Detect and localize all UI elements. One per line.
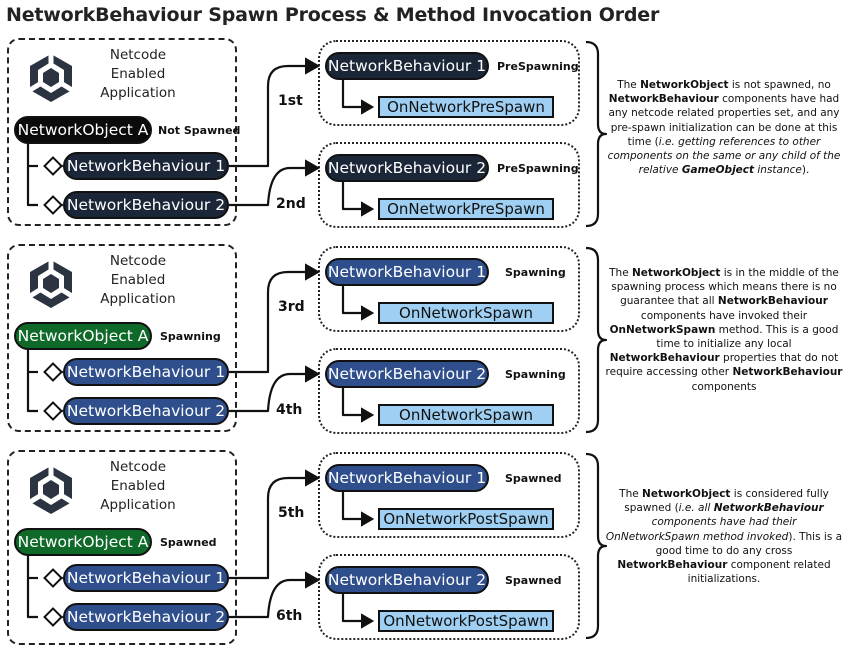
phase-status-label: PreSpawning	[497, 162, 579, 175]
unity-logo-icon	[28, 466, 74, 514]
order-label: 3rd	[278, 299, 305, 315]
app-label-line: Application	[100, 85, 176, 101]
inner-arrow	[341, 286, 375, 321]
object-status-label: Spawning	[160, 330, 221, 343]
section-description: The NetworkObject is in the middle of th…	[605, 267, 843, 393]
network-object-pill: NetworkObject A	[14, 528, 152, 556]
phase-box	[318, 554, 580, 640]
left-nb1-pill: NetworkBehaviour 1	[63, 564, 229, 592]
phase-nb-pill: NetworkBehaviour 2	[325, 360, 489, 388]
phase-status-label: Spawned	[505, 472, 562, 485]
object-status-label: Not Spawned	[158, 124, 241, 137]
app-label-line: Netcode	[109, 47, 167, 63]
app-label-line: Enabled	[110, 66, 166, 82]
app-label-line: Application	[100, 497, 176, 513]
method-box: OnNetworkPostSpawn	[378, 508, 554, 530]
app-label-line: Enabled	[110, 272, 166, 288]
left-nb2-pill: NetworkBehaviour 2	[63, 191, 229, 219]
phase-box	[318, 348, 580, 434]
diagram-title: NetworkBehaviour Spawn Process & Method …	[6, 4, 660, 26]
order-label: 2nd	[276, 196, 306, 212]
phase-box	[318, 142, 580, 228]
network-object-pill: NetworkObject A	[14, 322, 152, 350]
phase-status-label: Spawned	[505, 574, 562, 587]
section-description: The NetworkObject is considered fully sp…	[605, 488, 843, 586]
method-box: OnNetworkSpawn	[378, 302, 554, 324]
section-description: The NetworkObject is not spawned, no Net…	[607, 79, 841, 177]
order-arrow	[229, 365, 321, 413]
app-label-line: Enabled	[110, 478, 166, 494]
unity-logo-icon	[28, 54, 74, 102]
inner-arrow	[341, 80, 375, 115]
app-label-line: Netcode	[109, 459, 167, 475]
app-label-line: Netcode	[109, 253, 167, 269]
order-arrow	[229, 571, 321, 619]
left-nb2-pill: NetworkBehaviour 2	[63, 397, 229, 425]
order-arrow	[229, 469, 321, 580]
inner-arrow	[341, 388, 375, 423]
phase-box	[318, 246, 580, 332]
phase-nb-pill: NetworkBehaviour 1	[325, 464, 489, 492]
phase-nb-pill: NetworkBehaviour 2	[325, 566, 489, 594]
order-label: 5th	[278, 505, 305, 521]
phase-status-label: PreSpawning	[497, 60, 579, 73]
phase-box	[318, 40, 580, 126]
method-box: OnNetworkPreSpawn	[378, 96, 554, 118]
brace-line	[585, 246, 608, 434]
network-object-pill: NetworkObject A	[14, 116, 152, 144]
order-arrow	[229, 263, 321, 374]
brace-line	[585, 40, 608, 228]
tree-line	[26, 350, 38, 413]
phase-nb-pill: NetworkBehaviour 2	[325, 154, 489, 182]
phase-status-label: Spawning	[505, 368, 566, 381]
object-status-label: Spawned	[160, 536, 217, 549]
inner-arrow	[341, 594, 375, 629]
app-box-1	[7, 38, 237, 226]
left-nb1-pill: NetworkBehaviour 1	[63, 358, 229, 386]
method-box: OnNetworkSpawn	[378, 404, 554, 426]
tree-line	[26, 556, 38, 619]
order-arrow	[229, 57, 321, 168]
method-box: OnNetworkPreSpawn	[378, 198, 554, 220]
phase-nb-pill: NetworkBehaviour 1	[325, 52, 489, 80]
inner-arrow	[341, 182, 375, 217]
unity-logo-icon	[28, 260, 74, 308]
tree-line	[26, 144, 38, 207]
left-nb2-pill: NetworkBehaviour 2	[63, 603, 229, 631]
phase-box	[318, 452, 580, 538]
order-arrow	[229, 159, 321, 207]
inner-arrow	[341, 492, 375, 527]
app-box-2	[7, 244, 237, 432]
order-label: 4th	[276, 402, 303, 418]
left-nb1-pill: NetworkBehaviour 1	[63, 152, 229, 180]
phase-nb-pill: NetworkBehaviour 1	[325, 258, 489, 286]
order-label: 1st	[278, 93, 303, 109]
app-label-line: Application	[100, 291, 176, 307]
brace-line	[585, 452, 608, 640]
method-box: OnNetworkPostSpawn	[378, 610, 554, 632]
phase-status-label: Spawning	[505, 266, 566, 279]
order-label: 6th	[276, 608, 303, 624]
